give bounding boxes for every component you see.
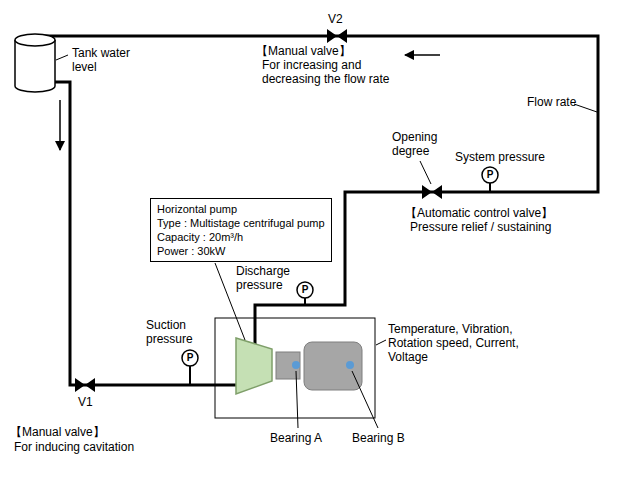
valve-note: For increasing and decreasing the flow r…: [262, 58, 392, 86]
bearing-dot: [292, 361, 300, 369]
valve-v2: [327, 29, 347, 43]
gauge-letter: P: [182, 350, 198, 366]
valve-title: 【Manual valve】: [256, 44, 351, 58]
pump-enclosure: [215, 318, 375, 418]
callout-text: Flow rate: [527, 95, 576, 109]
callout-text: Suction pressure: [146, 318, 204, 346]
valve-note: For inducing cavitation: [14, 440, 134, 454]
valve-symbol: [75, 29, 442, 392]
callout-text: Tank water level: [72, 46, 134, 74]
tank: [15, 34, 55, 92]
sensor-list: Temperature, Vibration, Rotation speed, …: [388, 322, 538, 364]
box-heading: Horizontal pump: [157, 202, 325, 216]
valve-tag: V2: [328, 12, 343, 26]
valve-tag: V1: [78, 395, 93, 409]
valve-title: 【Automatic control valve】: [405, 206, 553, 220]
box-line: Capacity : 20m³/h: [157, 230, 325, 244]
pump-casing: [236, 338, 272, 394]
gauge-letter: P: [297, 282, 313, 298]
discharge-pipe: [35, 36, 598, 346]
box-line: Type : Multistage centrifugal pump: [157, 216, 325, 230]
flow-arrow: [60, 55, 440, 150]
callout-text: Discharge pressure: [236, 264, 296, 292]
part-label: Bearing B: [352, 431, 405, 445]
gauge-stem: [489, 183, 491, 192]
gauge-stem: [189, 366, 191, 385]
gauge-letter: P: [482, 167, 498, 183]
callout-text: System pressure: [455, 150, 545, 164]
leader-line: [56, 55, 597, 428]
valve-v1: [75, 378, 95, 392]
valve-title: 【Manual valve】: [10, 425, 105, 439]
pipe: [35, 36, 598, 385]
valve-note: Pressure relief / sustaining: [410, 220, 551, 234]
callout-text: Opening degree: [392, 130, 452, 158]
bearing-dot: [346, 361, 354, 369]
info-box: Horizontal pumpType : Multistage centrif…: [150, 198, 332, 262]
control-valve: [422, 185, 442, 199]
part-label: Bearing A: [270, 431, 322, 445]
box-line: Power : 30kW: [157, 244, 325, 258]
motor: [304, 342, 362, 390]
gauge-stem: [304, 298, 306, 305]
